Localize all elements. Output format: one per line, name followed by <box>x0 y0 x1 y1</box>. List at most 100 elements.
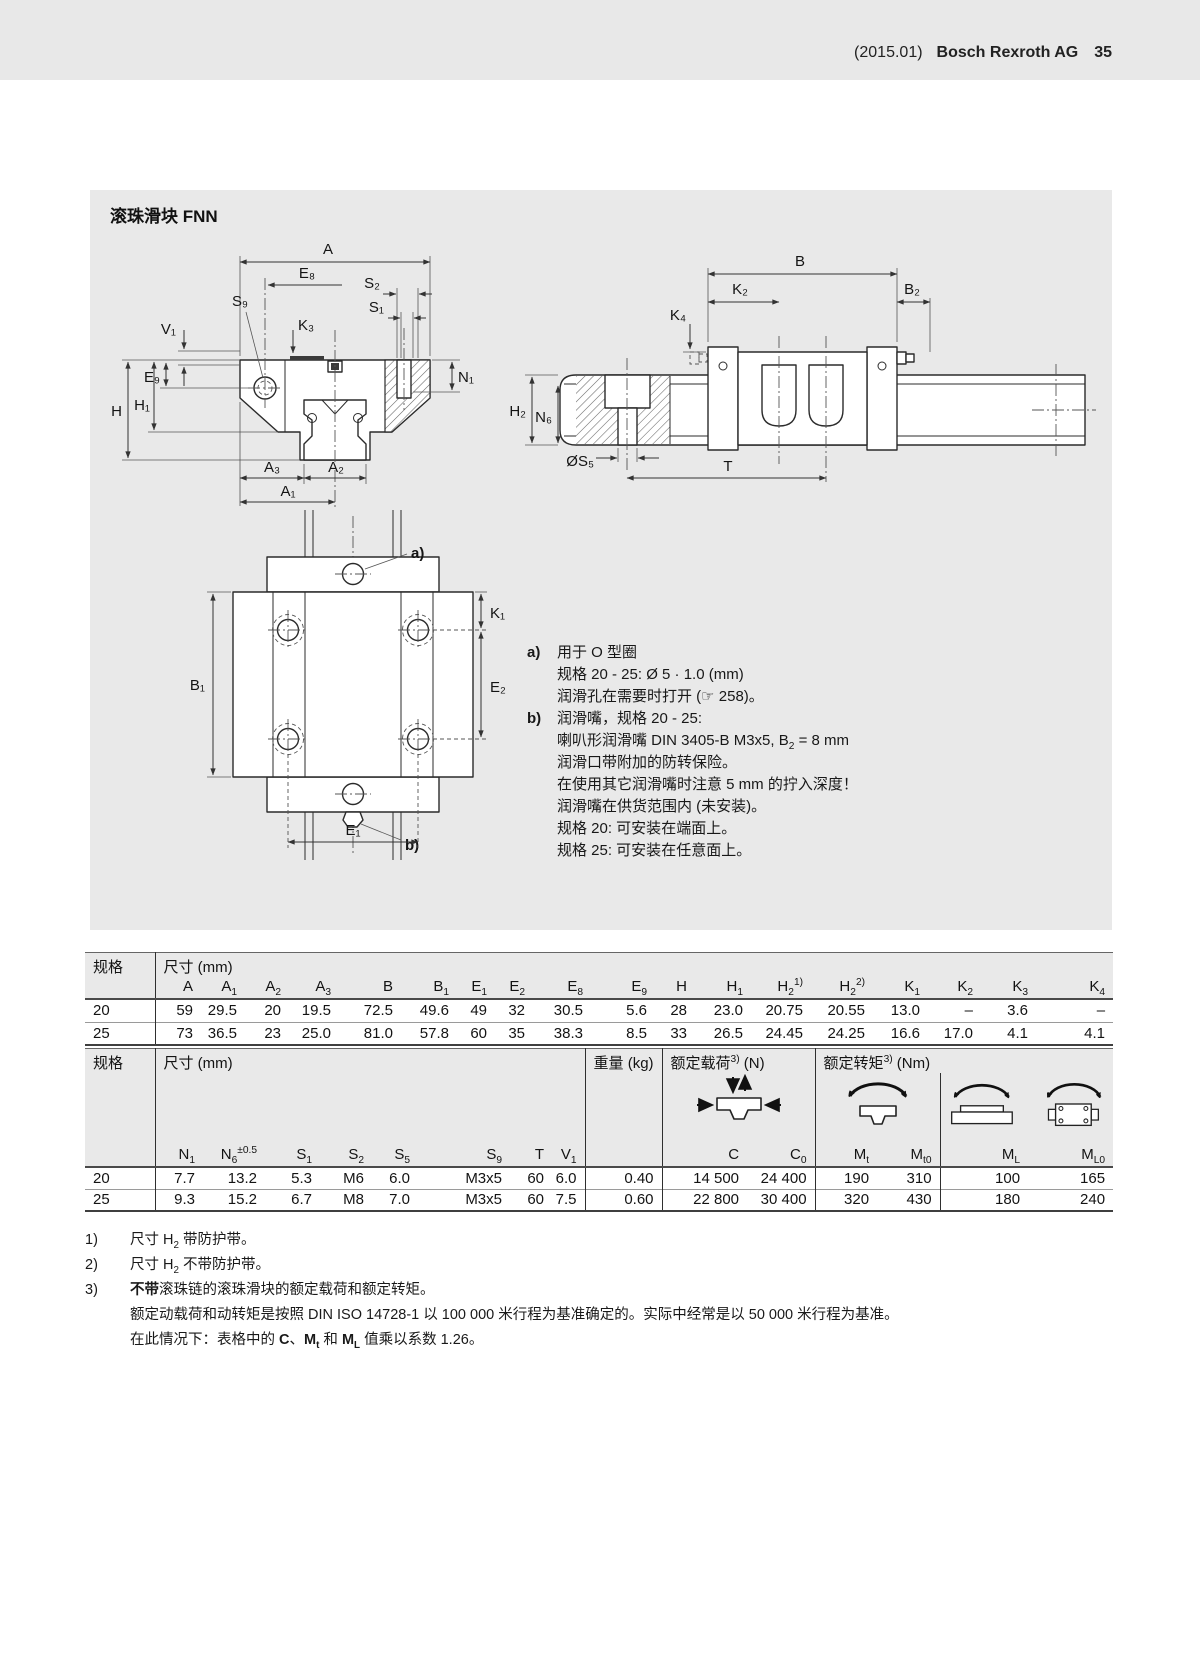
grease-nipple <box>905 353 915 363</box>
value-cell: 35 <box>495 1021 533 1045</box>
note-b-marker: b) <box>527 710 542 727</box>
dim-label-n1: N₁ <box>458 369 474 386</box>
dimension-table-2: 规格 尺寸 (mm) 重量 (kg) 额定载荷3) (N) 额定转矩3) (Nm… <box>85 1048 1114 1212</box>
dim-label-s2: S₂ <box>364 275 380 292</box>
value-cell: 6.7 <box>265 1188 320 1211</box>
torque-cell: 165 <box>1028 1167 1114 1189</box>
footnote-marker: 2) <box>85 1257 98 1273</box>
size-column-header: 规格 <box>93 1055 124 1072</box>
column-header: E2 <box>509 978 525 998</box>
note-b: b) 润滑嘴，规格 20 - 25: 喇叭形润滑嘴 DIN 3405-B M3x… <box>527 708 1107 862</box>
value-cell: 73 <box>154 1021 201 1045</box>
load-header: 额定载荷3) (N) <box>661 1048 816 1073</box>
size-cell: 25 <box>85 1188 155 1211</box>
value-cell: 16.6 <box>873 1021 928 1045</box>
footnote-body: 尺寸 H2 不带防护带。 <box>130 1253 270 1278</box>
note-a-line: 规格 20 - 25: Ø 5 · 1.0 (mm) <box>557 666 744 683</box>
size-cell: 20 <box>85 1167 155 1189</box>
value-cell: M6 <box>320 1167 372 1189</box>
note-a: a) 用于 O 型圈 规格 20 - 25: Ø 5 · 1.0 (mm) 润滑… <box>527 642 1107 708</box>
value-cell: 60 <box>457 1021 495 1045</box>
column-header: A <box>154 977 201 999</box>
value-cell: 7.7 <box>154 1167 203 1189</box>
column-header: A3 <box>315 978 331 998</box>
end-plate-right <box>866 346 898 451</box>
dim-label-h: H <box>111 403 122 420</box>
value-cell: 60 <box>510 1188 552 1211</box>
dim-label-e1: E₁ <box>345 822 360 839</box>
footnote-marker: 3) <box>85 1282 98 1298</box>
dim-label-a2: A₂ <box>328 459 344 476</box>
dim-label-e9: E₉ <box>144 369 160 386</box>
dims-header: 尺寸 (mm) <box>154 952 1114 977</box>
column-header: K2 <box>957 978 973 998</box>
value-cell: 32 <box>495 999 533 1022</box>
dim-label-s9: S₉ <box>232 293 248 310</box>
value-cell: 5.3 <box>265 1167 320 1189</box>
block-top-view <box>232 591 474 778</box>
value-cell: 28 <box>655 999 695 1022</box>
column-header: S9 <box>486 1146 502 1166</box>
footnote-marker: 1) <box>85 1232 98 1248</box>
note-b-line: 润滑嘴在供货范围内 (未安装)。 <box>557 798 767 815</box>
value-cell: 15.2 <box>203 1188 265 1211</box>
value-cell: 7.5 <box>552 1188 586 1211</box>
value-cell: 6.0 <box>552 1167 586 1189</box>
counterbore <box>604 374 651 409</box>
footnote-line: 在此情况下：表格中的 C、Mt 和 ML 值乘以系数 1.26。 <box>130 1332 484 1351</box>
value-cell: 30.5 <box>533 999 591 1022</box>
column-header: H1 <box>726 978 743 998</box>
panel-title: 滚珠滑块 FNN <box>110 207 218 226</box>
dim-label-e8: E₈ <box>299 265 315 282</box>
column-header: K3 <box>1012 978 1028 998</box>
dim-label-a1: A₁ <box>280 483 295 500</box>
column-header: Mt <box>814 1135 878 1167</box>
front-view-drawing: A E₈ S₂ S₁ S₉ K₃ V₁ E₉ <box>111 241 474 508</box>
top-view-drawing: a) b) K₁ E₂ B₁ E₁ <box>190 510 506 860</box>
value-cell: 29.5 <box>201 999 245 1022</box>
value-cell: – <box>1036 999 1114 1022</box>
load-cell: 30 400 <box>747 1188 816 1211</box>
weight-blank-cell <box>584 1135 663 1167</box>
torque-cell: 320 <box>814 1188 878 1211</box>
value-cell: 33 <box>655 1021 695 1045</box>
load-cell: 24 400 <box>747 1167 816 1189</box>
torque-mt-icon-cell <box>814 1073 941 1135</box>
footnote-body: 尺寸 H2 带防护带。 <box>130 1228 256 1253</box>
note-b-line: 润滑嘴，规格 20 - 25: <box>557 710 703 727</box>
value-cell: 20.75 <box>751 999 811 1022</box>
dim-label-h2: H₂ <box>509 403 526 420</box>
dim-label-t: T <box>723 458 732 475</box>
edition-date: (2015.01) <box>854 44 923 61</box>
note-b-line: 规格 25: 可安装在任意面上。 <box>557 842 752 859</box>
seal-strip <box>290 356 324 360</box>
torque-ml-icon <box>950 1083 1013 1125</box>
value-cell: 9.3 <box>154 1188 203 1211</box>
footnote-line: 不带滚珠链的滚珠滑块的额定载荷和额定转矩。 <box>130 1282 435 1298</box>
drawing-notes: a) 用于 O 型圈 规格 20 - 25: Ø 5 · 1.0 (mm) 润滑… <box>527 642 1107 862</box>
column-header: K1 <box>904 978 920 998</box>
note-b-line: 喇叭形润滑嘴 DIN 3405-B M3x5, B2 = 8 mm <box>557 732 850 752</box>
dims-header: 尺寸 (mm) <box>154 1048 586 1135</box>
load-directions-icon <box>696 1073 781 1120</box>
column-header: B <box>382 978 393 995</box>
column-header: H <box>676 978 687 995</box>
torque-cell: 240 <box>1028 1188 1114 1211</box>
dim-label-k1: K₁ <box>490 605 505 622</box>
value-cell: 23 <box>245 1021 289 1045</box>
value-cell: 17.0 <box>928 1021 981 1045</box>
dim-label-k4: K₄ <box>670 307 686 324</box>
torque-ml-icons-cell <box>939 1073 1114 1135</box>
value-cell: M3x5 <box>418 1167 510 1189</box>
torque-cell: 430 <box>877 1188 941 1211</box>
footnotes: 1) 尺寸 H2 带防护带。 2) 尺寸 H2 不带防护带。 3) 不带滚珠链的滚珠滑块的… <box>85 1228 1125 1353</box>
value-cell: 49 <box>457 999 495 1022</box>
torque-header: 额定转矩3) (Nm) <box>814 1048 1114 1073</box>
column-header: E1 <box>471 978 487 998</box>
